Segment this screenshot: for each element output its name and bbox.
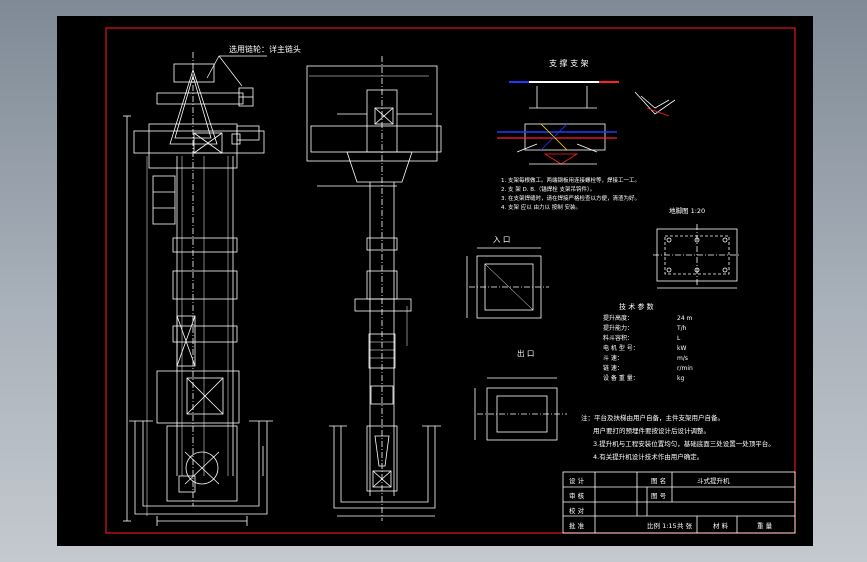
front-elevation-view bbox=[123, 52, 273, 526]
foundation-plan-title: 地脚图 1:20 bbox=[669, 206, 705, 215]
callout-leader bbox=[206, 55, 267, 87]
support-detail-title: 支 撑 支 架 bbox=[549, 58, 589, 68]
foundation-plan bbox=[653, 224, 741, 289]
title-block-bottom-label: 重 量 bbox=[757, 522, 773, 530]
technical-specs: 技 术 参 数 提升高度： 24 m 提升能力： T/h 料斗容积： L 电 机… bbox=[603, 302, 693, 382]
drawing-no-label: 图 号 bbox=[651, 492, 667, 500]
title-block-bottom-label: 共 张 bbox=[677, 521, 693, 530]
spec-label: 料斗容积： bbox=[603, 334, 633, 342]
note-line: 注：平台及扶梯由用户自备，主件支架用户自备。 bbox=[581, 413, 724, 422]
title-block-frame bbox=[562, 471, 796, 534]
spec-label: 提升能力： bbox=[603, 324, 633, 332]
spec-label: 链 速： bbox=[603, 364, 623, 372]
spec-value: kW bbox=[677, 345, 686, 352]
support-note-line: 2. 支 架 D. B.（锚焊栓 支架吊钩件）。 bbox=[501, 185, 595, 193]
spec-label: 提升高度： bbox=[603, 314, 633, 322]
spec-value: 24 m bbox=[677, 315, 693, 322]
support-bracket-detail bbox=[497, 81, 676, 165]
spec-label: 电 机 型 号： bbox=[603, 344, 639, 352]
side-elevation-view bbox=[306, 56, 442, 521]
drawing-sheet: 选用链轮：详主链头 支 撑 支 架 地脚图 1:20 入 口 出 口 1. 支架… bbox=[57, 16, 813, 546]
support-note-line: 4. 支架 应以 由力以 按制 安装。 bbox=[501, 203, 581, 211]
general-notes: 注：平台及扶梯由用户自备，主件支架用户自备。 用户要打的预埋件要按设计后设计调整… bbox=[581, 413, 775, 461]
inlet-detail bbox=[466, 247, 549, 319]
spec-value: T/h bbox=[676, 325, 687, 332]
support-note-line: 1. 支架每根做工。两端钢板用连接螺栓等，焊接工一工。 bbox=[501, 176, 640, 184]
inlet-title: 入 口 bbox=[493, 235, 510, 244]
title-block-bottom-label: 材 料 bbox=[713, 521, 729, 530]
spec-label: 斗 速： bbox=[603, 355, 623, 362]
outlet-title: 出 口 bbox=[517, 348, 534, 358]
note-line: 4.有关提升机设计技术作由用户确定。 bbox=[593, 452, 703, 461]
note-line: 用户要打的预埋件要按设计后设计调整。 bbox=[593, 426, 710, 435]
specs-title: 技 术 参 数 bbox=[619, 302, 654, 311]
drawing-name-label: 图 名 bbox=[651, 476, 666, 485]
title-block-row-label: 设 计 bbox=[569, 476, 585, 485]
title-block-row-label: 批 准 bbox=[569, 521, 585, 530]
cad-drawing: 选用链轮：详主链头 支 撑 支 架 地脚图 1:20 入 口 出 口 1. 支架… bbox=[105, 27, 796, 534]
title-block-row-label: 校 对 bbox=[569, 506, 585, 515]
spec-value: L bbox=[677, 335, 681, 342]
note-line: 3.提升机与工程安装位置均匀，基础底面三处设置一处顶平台。 bbox=[593, 439, 775, 448]
drawing-name: 斗式提升机 bbox=[697, 476, 730, 485]
spec-value: kg bbox=[677, 375, 684, 382]
spec-label: 设 备 重 量： bbox=[603, 374, 639, 382]
spec-value: r/min bbox=[677, 365, 693, 372]
callout-label: 选用链轮：详主链头 bbox=[229, 44, 301, 54]
title-block: 设 计 审 核 校 对 批 准 图 名 斗式提升机 图 号 比例 1:15 共 … bbox=[569, 476, 773, 530]
support-note-line: 3. 在支架焊缝时，请在焊接严格检查以方便，清渣为好。 bbox=[501, 194, 640, 202]
drawing-border bbox=[105, 27, 796, 534]
title-block-row-label: 审 核 bbox=[569, 491, 585, 500]
title-block-bottom-label: 比例 1:15 bbox=[647, 521, 677, 530]
support-notes: 1. 支架每根做工。两端钢板用连接螺栓等，焊接工一工。 2. 支 架 D. B.… bbox=[501, 176, 640, 211]
outlet-detail bbox=[474, 377, 567, 441]
spec-value: m/s bbox=[677, 355, 688, 362]
